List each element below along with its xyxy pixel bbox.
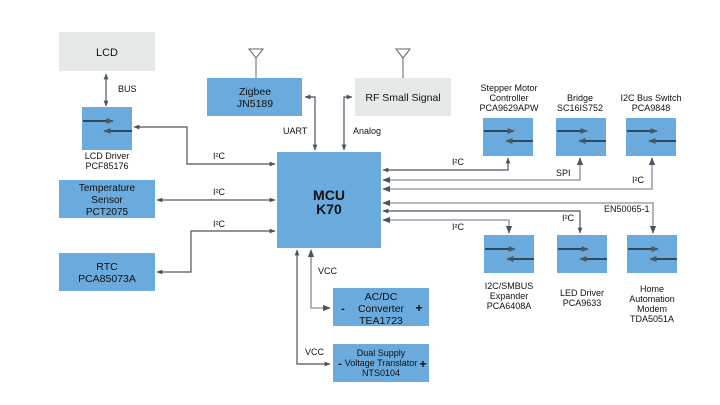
- i2c-connector-switch: [382, 157, 656, 193]
- i2c-connector-lcd: [133, 124, 276, 167]
- vcc-label-dual: VCC: [305, 347, 325, 357]
- lcd-label: LCD: [96, 47, 118, 59]
- rf-label: RF Small Signal: [365, 92, 440, 104]
- expander-label-1: I2C/SMBUS: [485, 281, 534, 291]
- home-automation-modem-block[interactable]: [627, 235, 677, 273]
- lcd-driver-block[interactable]: [82, 107, 132, 150]
- rf-small-signal-block[interactable]: RF Small Signal: [355, 78, 451, 116]
- temp-label-3: PCT2075: [86, 207, 129, 218]
- modem-label-1: Home: [640, 284, 664, 294]
- i2c-connector-led: [382, 208, 583, 234]
- acdc-label-3: TEA1723: [359, 315, 403, 327]
- led-driver-label-1: LED Driver: [560, 288, 604, 298]
- plus-icon: +: [419, 357, 426, 371]
- i2c-label-led: I²C: [562, 213, 574, 223]
- vcc-connector-dual: [294, 249, 331, 367]
- spi-connector-bridge: [382, 157, 584, 184]
- i2c-connector-expander: [382, 216, 513, 234]
- vcc-label-acdc: VCC: [318, 266, 338, 276]
- stepper-label-3: PCA9629APW: [479, 103, 539, 113]
- i2c-label-temp: I²C: [213, 187, 225, 197]
- minus-icon: -: [341, 303, 345, 315]
- bus-label: BUS: [118, 84, 137, 94]
- analog-label: Analog: [353, 126, 381, 136]
- led-driver-label-2: PCA9633: [563, 298, 602, 308]
- rtc-label-2: PCA85073A: [78, 273, 136, 285]
- led-driver-block[interactable]: [557, 235, 607, 273]
- i2c-label-stepper: I²C: [452, 157, 464, 167]
- i2c-connector-stepper: [382, 157, 511, 173]
- mcu-label-1: MCU: [313, 187, 345, 203]
- bridge-block[interactable]: [556, 118, 606, 156]
- i2c-label-rtc: I²C: [213, 219, 225, 229]
- i2c-switch-label-2: PCA9848: [632, 103, 671, 113]
- temperature-sensor-block[interactable]: Temperature Sensor PCT2075: [59, 180, 155, 218]
- temp-label-2: Sensor: [91, 195, 123, 206]
- stepper-motor-block[interactable]: [483, 118, 533, 156]
- en50065-connector-modem: [382, 199, 657, 234]
- zigbee-block[interactable]: Zigbee JN5189: [207, 78, 302, 116]
- bridge-label-2: SC16IS752: [557, 103, 603, 113]
- i2c-switch-label-1: I2C Bus Switch: [620, 93, 681, 103]
- expander-label-2: Expander: [490, 291, 529, 301]
- modem-label-2: Automation: [629, 294, 675, 304]
- antenna-icon: [394, 48, 412, 78]
- vcc-connector-acdc: [307, 249, 331, 312]
- zigbee-label-2: JN5189: [237, 98, 273, 110]
- dual-supply-translator-block[interactable]: Dual Supply Voltage Translator NTS0104 -…: [333, 344, 429, 382]
- lcd-driver-label-2: PCF85176: [85, 161, 128, 171]
- acdc-label-1: AC/DC: [365, 291, 398, 303]
- lcd-driver-label-1: LCD Driver: [85, 151, 130, 161]
- analog-connector: [341, 94, 353, 151]
- rtc-block[interactable]: RTC PCA85073A: [59, 253, 155, 291]
- stepper-label-2: Controller: [489, 93, 528, 103]
- antenna-icon: [247, 48, 265, 78]
- mcu-block[interactable]: MCU K70: [277, 152, 381, 248]
- dual-label-2: Voltage Translator: [345, 358, 418, 368]
- mcu-label-2: K70: [316, 201, 342, 217]
- expander-label-3: PCA6408A: [487, 301, 532, 311]
- zigbee-label-1: Zigbee: [239, 86, 271, 98]
- i2c-label-expander: I²C: [452, 222, 464, 232]
- i2c-label-lcd: I²C: [213, 151, 225, 161]
- i2c-connector-rtc: [156, 228, 276, 275]
- i2c-label-switch: I²C: [632, 175, 644, 185]
- en50065-label: EN50065-1: [604, 204, 650, 214]
- modem-label-4: TDA5051A: [630, 314, 674, 324]
- acdc-label-2: Converter: [358, 303, 405, 315]
- bridge-label-1: Bridge: [567, 93, 593, 103]
- modem-label-3: Modem: [637, 304, 667, 314]
- acdc-converter-block[interactable]: AC/DC Converter TEA1723 - +: [333, 288, 429, 327]
- lcd-block[interactable]: LCD: [59, 32, 155, 71]
- spi-label: SPI: [556, 168, 571, 178]
- uart-label: UART: [283, 126, 308, 136]
- rtc-label-1: RTC: [96, 261, 118, 273]
- stepper-label-1: Stepper Motor: [480, 83, 537, 93]
- plus-icon: +: [415, 301, 422, 315]
- i2c-smbus-expander-block[interactable]: [484, 235, 534, 273]
- minus-icon: -: [338, 358, 342, 370]
- i2c-bus-switch-block[interactable]: [626, 118, 676, 156]
- uart-connector: [304, 94, 318, 151]
- temp-label-1: Temperature: [79, 183, 136, 194]
- dual-label-1: Dual Supply: [357, 348, 406, 358]
- dual-label-3: NTS0104: [362, 368, 400, 378]
